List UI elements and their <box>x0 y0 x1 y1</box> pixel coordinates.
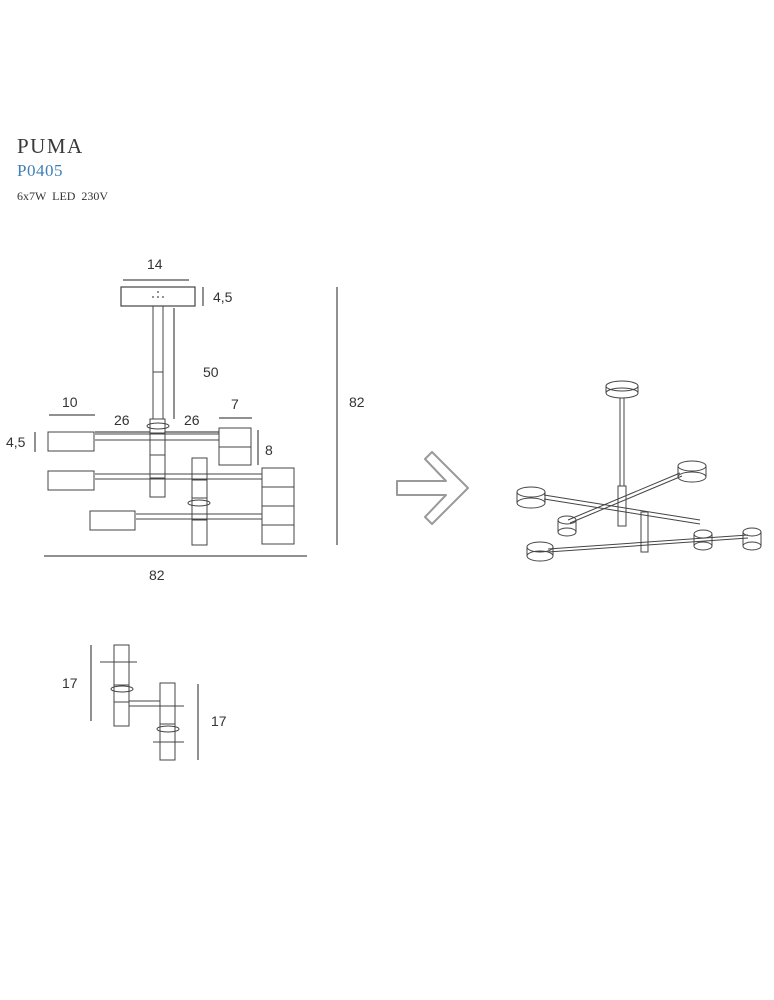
dim-arm-left: 26 <box>114 412 130 428</box>
dim-head-right-width: 7 <box>231 396 239 412</box>
light-head-left <box>89 510 136 531</box>
canopy-screw-icon <box>152 296 154 298</box>
product-title: PUMA <box>17 134 84 158</box>
arm <box>543 498 701 525</box>
arm <box>567 472 681 521</box>
joint-detail: 17 17 <box>62 644 227 761</box>
canopy <box>605 387 639 399</box>
lower-hub <box>640 511 649 553</box>
light-head <box>693 529 713 551</box>
dim-joint-left: 17 <box>62 675 78 691</box>
dim-rod-length: 50 <box>203 364 219 380</box>
arm <box>569 475 683 524</box>
light-head <box>677 460 707 483</box>
dim-head-right-height: 8 <box>265 442 273 458</box>
canopy-screw-icon <box>157 296 159 298</box>
hub-lower <box>159 682 176 761</box>
dim-head-left-width: 10 <box>62 394 78 410</box>
rotation-icon <box>187 499 211 507</box>
light-head <box>516 486 546 509</box>
light-head <box>526 541 554 562</box>
dim-head-left-height: 4,5 <box>6 434 26 450</box>
product-code: P0405 <box>17 161 63 180</box>
rotation-icon <box>110 685 134 693</box>
lower-hub <box>191 457 208 546</box>
dim-arm-right: 26 <box>184 412 200 428</box>
product-spec: 6x7W LED 230V <box>17 189 109 203</box>
dim-joint-right: 17 <box>211 713 227 729</box>
canopy-screw-icon <box>157 291 159 293</box>
dim-total-height: 82 <box>349 394 365 410</box>
light-head <box>557 515 577 537</box>
light-head-left <box>47 470 95 491</box>
light-head-left <box>47 431 95 452</box>
dim-total-width: 82 <box>149 567 165 583</box>
canopy-screw-icon <box>162 296 164 298</box>
light-head <box>742 527 762 551</box>
rotation-icon <box>146 422 170 430</box>
front-view: 14 4,5 50 10 7 26 26 4,5 8 82 82 <box>6 256 365 583</box>
dim-canopy-width: 14 <box>147 256 163 272</box>
rotation-icon <box>156 725 180 733</box>
dim-canopy-height: 4,5 <box>213 289 233 305</box>
arm <box>543 494 701 521</box>
upper-hub <box>149 418 166 498</box>
perspective-view <box>516 380 762 562</box>
canopy <box>120 286 196 307</box>
arrow-icon <box>396 451 469 525</box>
upper-hub <box>617 485 627 527</box>
